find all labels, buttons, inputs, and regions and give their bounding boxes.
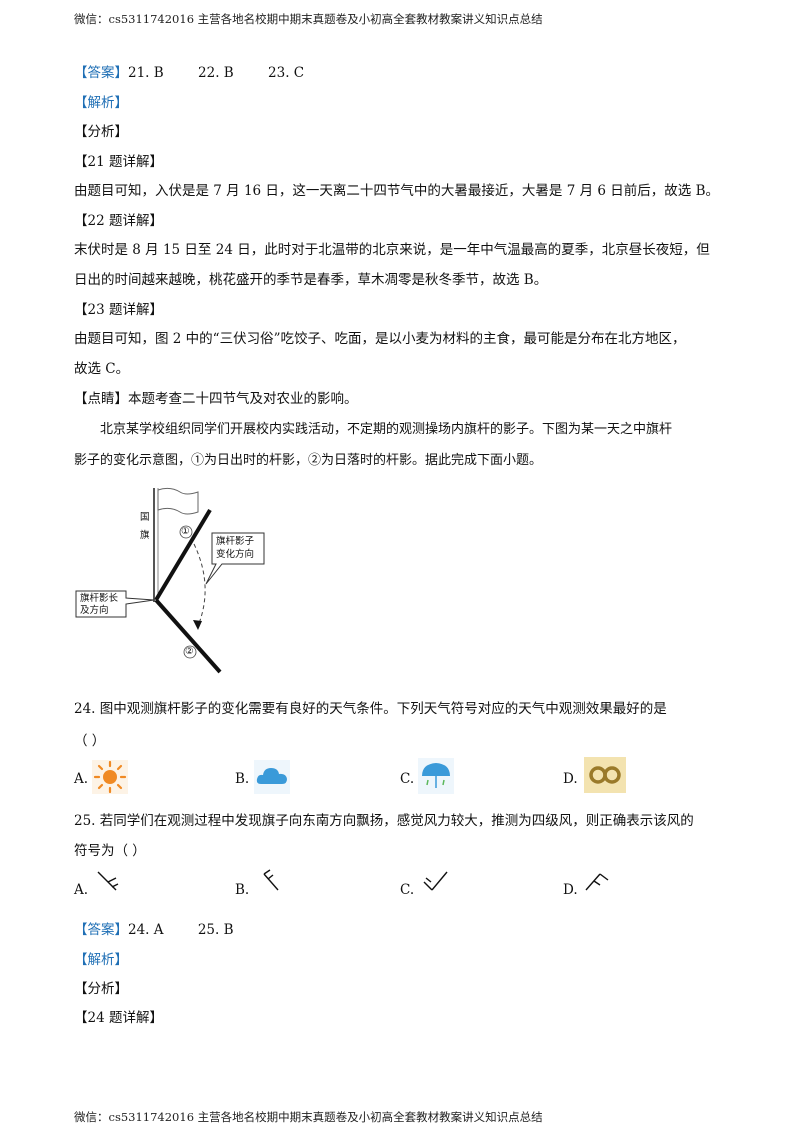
shadow-direction-arc <box>193 543 206 627</box>
shadow-sunset <box>154 598 222 674</box>
passage-line-2: 影子的变化示意图，①为日出时的杆影，②为日落时的杆影。据此完成下面小题。 <box>74 453 543 468</box>
answer-line-1: 【答案】21. B 22. B 23. C <box>74 64 304 82</box>
analysis-tag: 【解析】 <box>74 95 128 111</box>
q24-option-a[interactable]: A. <box>74 770 88 788</box>
flag-icon <box>157 487 199 515</box>
q24-option-c-label: C. <box>400 771 415 787</box>
q22-title: 【22 题详解】 <box>74 213 163 229</box>
q21-text: 由题目可知，入伏是是 7 月 16 日，这一天离二十四节气中的大暑最接近，大暑是… <box>74 183 719 199</box>
q24-stem-2: （ ） <box>74 733 106 749</box>
cloud-icon <box>254 760 290 794</box>
arc-arrowhead <box>193 620 202 630</box>
q24-option-d[interactable]: D. <box>563 770 578 788</box>
q24-option-b[interactable]: B. <box>235 770 249 788</box>
q23-text-2: 故选 C。 <box>74 361 130 377</box>
wind-symbol-d-icon <box>585 873 609 891</box>
q25-stem-2: 符号为（ ） <box>74 843 146 859</box>
q25-option-a-label: A. <box>74 882 89 898</box>
page-footer: 微信：cs5311742016 主营各地名校期中期末真题卷及小初高全套教材教案讲… <box>74 1110 543 1124</box>
answer-tag-2: 【答案】 <box>74 922 128 938</box>
passage-line-1: 北京某学校组织同学们开展校内实践活动，不定期的观测操场内旗杆的影子。下图为某一天… <box>100 422 673 437</box>
wind-symbol-c-icon <box>423 871 448 891</box>
figure-drawing <box>75 487 265 674</box>
callout-direction <box>205 532 265 585</box>
q25-option-c-label: C. <box>400 882 415 898</box>
q23-title: 【23 题详解】 <box>74 302 163 318</box>
sun-icon <box>92 760 128 794</box>
callout-direction-text-2: 变化方向 <box>216 549 255 560</box>
fenxi-heading-2: 【分析】 <box>74 981 128 997</box>
answer-values-2: 24. A 25. B <box>128 922 234 938</box>
flag-label-1: 国 <box>140 512 150 523</box>
analysis-tag-2: 【解析】 <box>74 952 128 968</box>
q22-text-1: 末伏时是 8 月 15 日至 24 日，此时对于北温带的北京来说，是一年中气温最… <box>74 242 710 258</box>
q25-option-d-label: D. <box>563 882 578 898</box>
shadow-sunrise <box>154 508 212 602</box>
q25-stem-1: 25. 若同学们在观测过程中发现旗子向东南方向飘扬，感觉风力较大，推测为四级风，… <box>74 813 694 829</box>
rain-icon <box>418 758 454 794</box>
answer-values: 21. B 22. B 23. C <box>128 65 305 81</box>
callout-length-text-1: 旗杆影长 <box>80 593 119 604</box>
flag-label-2: 旗 <box>140 530 150 541</box>
answer-tag: 【答案】 <box>74 65 128 81</box>
wind-symbol-a-icon <box>97 871 119 891</box>
q25-option-b-label: B. <box>235 882 250 898</box>
q24-stem-1: 24. 图中观测旗杆影子的变化需要有良好的天气条件。下列天气符号对应的天气中观测… <box>74 701 667 717</box>
callout-length-text-2: 及方向 <box>80 605 109 616</box>
q24-option-b-label: B. <box>235 771 250 787</box>
flagpole-shadow-figure: 国 旗 ① ② 旗杆影子 变化方向 旗杆影长 及方向 <box>74 486 274 676</box>
q24-title: 【24 题详解】 <box>74 1010 163 1026</box>
q24-option-a-label: A. <box>74 771 89 787</box>
callout-length <box>75 590 155 618</box>
dianjing-line: 【点睛】本题考查二十四节气及对农业的影响。 <box>74 391 358 407</box>
q22-text-2: 日出的时间越来越晚，桃花盛开的季节是春季，草木凋零是秋冬季节，故选 B。 <box>74 272 548 288</box>
callout-direction-text-1: 旗杆影子 <box>216 536 255 547</box>
fenxi-heading: 【分析】 <box>74 124 128 140</box>
q21-title: 【21 题详解】 <box>74 154 163 170</box>
q25-option-d[interactable]: D. <box>563 881 578 899</box>
q24-option-d-label: D. <box>563 771 578 787</box>
q25-option-c[interactable]: C. <box>400 881 414 899</box>
q25-option-b[interactable]: B. <box>235 881 249 899</box>
page-header: 微信：cs5311742016 主营各地名校期中期末真题卷及小初高全套教材教案讲… <box>74 12 543 26</box>
q24-option-c[interactable]: C. <box>400 770 414 788</box>
marker-sunrise: ① <box>181 526 190 537</box>
wind-symbol-b-icon <box>263 869 279 891</box>
marker-sunset: ② <box>185 646 194 657</box>
q23-text-1: 由题目可知，图 2 中的“三伏习俗”吃饺子、吃面，是以小麦为材料的主食，最可能是… <box>74 331 686 347</box>
haze-icon <box>584 757 626 793</box>
q25-option-a[interactable]: A. <box>74 881 88 899</box>
answer-line-2: 【答案】24. A 25. B <box>74 921 234 939</box>
